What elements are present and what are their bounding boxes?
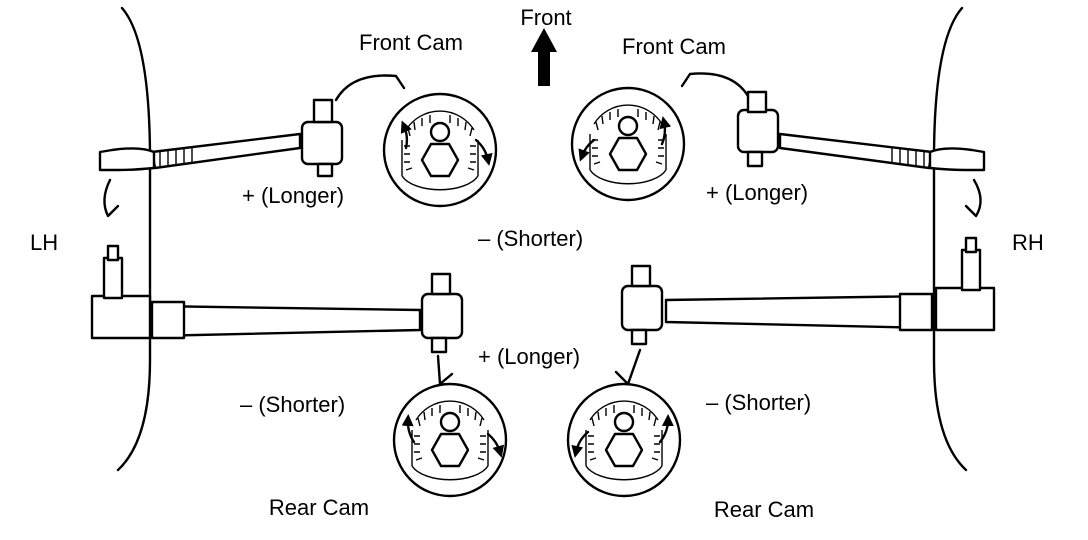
front-longer-left-label: + (Longer)	[242, 183, 344, 208]
rear-cam-left-label: Rear Cam	[269, 495, 369, 520]
front-cam-right-dial	[570, 72, 750, 202]
upper-left-arm	[98, 98, 344, 218]
front-cam-right-label: Front Cam	[622, 34, 726, 59]
front-label: Front	[520, 5, 571, 30]
rear-shorter-left-label: – (Shorter)	[240, 392, 345, 417]
front-cam-left-label: Front Cam	[359, 30, 463, 55]
front-cam-left-dial	[334, 74, 498, 208]
rear-cam-left-dial	[392, 354, 508, 498]
rear-cam-right-dial	[566, 348, 682, 498]
rear-cam-right-label: Rear Cam	[714, 497, 814, 522]
front-shorter-label: – (Shorter)	[478, 226, 583, 251]
rh-label: RH	[1012, 230, 1044, 255]
rear-longer-label: + (Longer)	[478, 344, 580, 369]
upper-right-arm	[736, 90, 986, 218]
lower-right-arm	[620, 236, 996, 346]
rear-shorter-right-label: – (Shorter)	[706, 390, 811, 415]
left-frame-bracket	[116, 6, 152, 472]
right-frame-bracket	[932, 6, 968, 472]
front-arrow-icon	[531, 28, 557, 86]
front-longer-right-label: + (Longer)	[706, 180, 808, 205]
lower-left-arm	[90, 244, 464, 354]
lh-label: LH	[30, 230, 58, 255]
